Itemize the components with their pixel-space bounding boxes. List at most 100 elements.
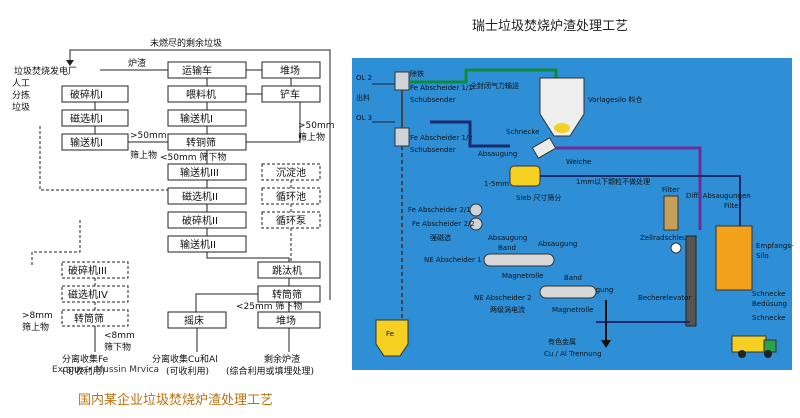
svg-text:磁选机IV: 磁选机IV xyxy=(68,288,108,301)
schub2-label: Schubsender xyxy=(410,146,456,154)
vorlagesilo-label: Vorlagesilo 料仓 xyxy=(588,95,642,104)
svg-text:循环池: 循环池 xyxy=(276,190,306,203)
svg-text:输送机II: 输送机II xyxy=(180,238,216,251)
iron-removal-label: 除铁 xyxy=(410,69,424,78)
transport-truck-box: 运输车 xyxy=(167,61,247,79)
svg-text:转筒筛: 转筒筛 xyxy=(272,288,302,301)
band-label: Band xyxy=(564,274,582,282)
lt50-label: <50mm 筛下物 xyxy=(160,151,226,163)
plant-label: 垃圾焚烧发电厂 xyxy=(14,65,77,77)
crusher1-box: 破碎机I xyxy=(61,85,129,103)
left-process-diagram: 未燃尽的剩余垃圾 垃圾焚烧发电厂 炉渣 人工分拣垃圾 运输车 堆场 破碎机I 喂… xyxy=(12,37,335,408)
truck-shape xyxy=(731,335,767,353)
fe-bin-shape xyxy=(375,319,409,357)
weiche-label: Weiche xyxy=(566,158,591,166)
crusher3-box: 破碎机III xyxy=(61,261,129,279)
svg-text:跳汰机: 跳汰机 xyxy=(272,264,302,277)
feeder-box: 喂料机 xyxy=(167,85,247,103)
jig-box: 跳汰机 xyxy=(257,261,321,279)
loader-box: 铲车 xyxy=(261,85,321,103)
slag-label: 炉渣 xyxy=(128,57,146,69)
zellrad-label: Zellradschleuse xyxy=(640,234,695,242)
magsep2-box: 磁选机II xyxy=(167,187,247,205)
magnetrolle2-label: Magnetrolle xyxy=(552,306,593,314)
cu-al-label: Cu / Al Trennung xyxy=(544,350,602,358)
absaugung1-label: Absaugung xyxy=(478,150,517,158)
yard1-box: 堆场 xyxy=(261,61,321,79)
filter-label: Filter xyxy=(662,186,679,194)
magsep1-box: 磁选机I xyxy=(61,109,129,127)
fe-bin-label: Fe xyxy=(386,330,394,338)
drum3-box: 转筒筛 xyxy=(61,309,129,327)
shaker-box: 摇床 xyxy=(167,311,227,329)
svg-text:破碎机III: 破碎机III xyxy=(68,264,107,277)
conveyor2-box: 输送机II xyxy=(167,235,247,253)
lt25-label: <25mm 筛下物 xyxy=(236,300,302,312)
ne2-label: NE Abscheider 2 xyxy=(474,294,532,302)
svg-text:输送机I: 输送机I xyxy=(180,112,213,125)
yard2-box: 堆场 xyxy=(257,311,321,329)
becherelevator-label: Becherelevator xyxy=(638,294,691,302)
magsep4-box: 磁选机IV xyxy=(61,285,129,303)
ol3-label: OL 3 xyxy=(356,114,372,122)
ol2-label: OL 2 xyxy=(356,74,372,82)
outlet-label: 出料 xyxy=(356,93,370,102)
circ-pump-box: 循环泵 xyxy=(261,211,321,229)
unburnt-waste-label: 未燃尽的剩余垃圾 xyxy=(150,37,222,49)
conveyor3-box: 输送机III xyxy=(167,163,247,181)
magnetrolle1-label: Magnetrolle xyxy=(502,272,543,280)
watermark: Exopus • Mussin Mrvica xyxy=(52,365,159,375)
drum-screen-box: 转铜筛 xyxy=(167,133,247,151)
vorlagesilo-shape xyxy=(539,77,585,137)
drum2-box: 转筒筛 xyxy=(257,285,321,303)
svg-text:输送机I: 输送机I xyxy=(70,136,103,149)
empfang-label: Empfangs-Silo xyxy=(756,242,794,260)
manual-sort-label: 人工分拣垃圾 xyxy=(12,78,30,113)
eddy-label: 两级涡电流 xyxy=(490,305,525,314)
output-rest: 剩余炉渣(综合利用或填埋处理) xyxy=(226,353,314,377)
svg-text:输送机III: 输送机III xyxy=(180,166,219,179)
output-fe: 分离收集Fe(可收利用) xyxy=(62,353,109,377)
settling-tank-box: 沉淀池 xyxy=(261,163,321,181)
svg-text:破碎机II: 破碎机II xyxy=(182,214,218,227)
circ-tank-box: 循环池 xyxy=(261,187,321,205)
svg-text:磁选机I: 磁选机I xyxy=(70,112,103,125)
fe21-label: Fe Abscheider 2/1 xyxy=(408,206,471,214)
svg-text:铲车: 铲车 xyxy=(280,88,300,101)
fe22-label: Fe Abscheider 2/2 xyxy=(412,220,475,228)
fine-note-label: 1mm以下颗粒不做处理 xyxy=(576,177,650,186)
svg-text:运输车: 运输车 xyxy=(182,64,212,77)
fe11-label: Fe Abscheider 1/1 xyxy=(410,84,473,92)
sieb-label: Sieb 尺寸筛分 xyxy=(516,193,561,202)
absaugung2-label: Absaugung xyxy=(538,240,577,248)
svg-text:沉淀池: 沉淀池 xyxy=(276,166,306,179)
right-process-diagram: 瑞士垃圾焚烧炉渣处理工艺 OL 2 OL 3 出料 除铁 Fe Abscheid… xyxy=(352,19,794,370)
svg-text:破碎机I: 破碎机I xyxy=(70,88,103,101)
left-caption: 国内某企业垃圾焚烧炉渣处理工艺 xyxy=(78,392,273,408)
svg-text:堆场: 堆场 xyxy=(276,314,296,327)
diff-abs-label: Diff. Absaugungen xyxy=(686,192,751,200)
svg-text:磁选机II: 磁选机II xyxy=(182,190,218,203)
schnecke-top-label: Schnecke xyxy=(506,128,539,136)
svg-text:转铜筛: 转铜筛 xyxy=(186,136,216,149)
filter2-label: Filter xyxy=(724,202,741,210)
svg-text:堆场: 堆场 xyxy=(280,64,300,77)
strong-mag-label: 强磁选 xyxy=(430,233,451,242)
fe12-label: Fe Abscheider 1/2 xyxy=(410,134,473,142)
svg-text:循环泵: 循环泵 xyxy=(276,214,306,227)
nonferrous-label: 有色金属 xyxy=(548,337,576,346)
conveyor1-box: 输送机I xyxy=(167,109,247,127)
ne1-label: NE Abscheider 1 xyxy=(424,256,482,264)
svg-text:转筒筛: 转筒筛 xyxy=(74,312,104,325)
output-cu-al: 分离收集Cu和Al(可收利用) xyxy=(152,353,218,377)
schub1-label: Schubsender xyxy=(410,96,456,104)
right-title: 瑞士垃圾焚烧炉渣处理工艺 xyxy=(472,19,628,34)
size-range-label: 1-5mm xyxy=(484,180,509,188)
conveyor1b-box: 输送机I xyxy=(61,133,129,151)
